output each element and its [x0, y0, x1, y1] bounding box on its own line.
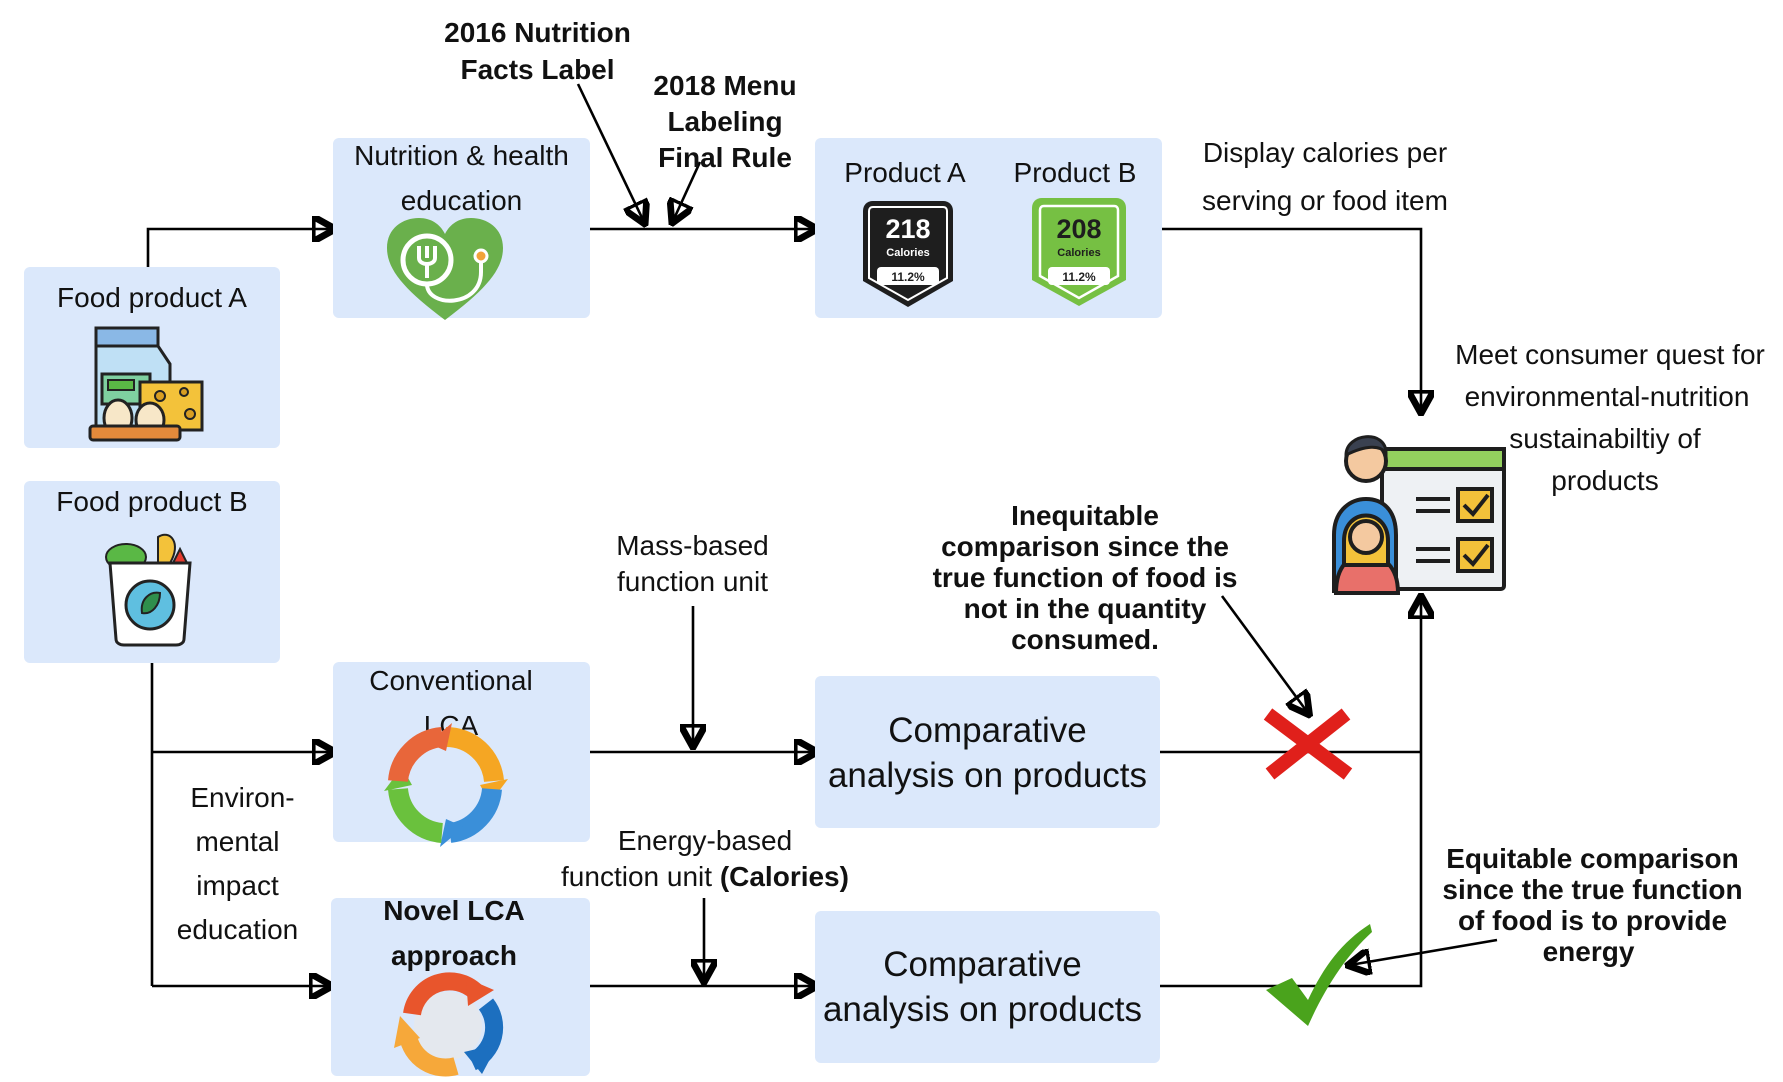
env-line-1: Environ- — [190, 782, 295, 813]
arrow-2018-pointer — [673, 161, 702, 221]
display-calories-label: Display calories per serving or food ite… — [1180, 129, 1470, 225]
conventional-line-1: Conventional — [369, 665, 533, 696]
equitable-line-1: Equitable comparison — [1446, 843, 1739, 874]
inequitable-line-3: true function of food is — [932, 562, 1238, 593]
comparative-1-line-2: analysis on products — [827, 756, 1148, 795]
line-comparative2-out — [1160, 752, 1423, 988]
label-2018-line-2: Labeling — [667, 106, 783, 137]
novel-lca-title: Novel LCA approach — [331, 888, 577, 978]
mass-line-2: function unit — [617, 566, 768, 597]
nutrition-line-2: education — [400, 185, 523, 216]
comparative-1-text: Comparative analysis on products — [815, 708, 1160, 798]
comparative-2-line-2: analysis on products — [822, 990, 1143, 1029]
inequitable-comparison-label: Inequitable comparison since the true fu… — [900, 500, 1270, 655]
heart-stethoscope-icon — [387, 218, 503, 320]
display-line-1: Display calories per — [1202, 137, 1448, 168]
product-b-title: Product B — [1013, 157, 1137, 188]
conventional-lca-title: Conventional LCA — [333, 658, 569, 748]
badge-a-unit: Calories — [886, 247, 929, 259]
label-2016-nutrition-facts: 2016 Nutrition Facts Label — [420, 14, 655, 88]
comparative-2-line-1: Comparative — [883, 945, 1082, 984]
consumer-checklist-icon — [1332, 435, 1506, 595]
label-2016-line-1: 2016 Nutrition — [444, 17, 631, 48]
label-2016-line-2: Facts Label — [460, 54, 615, 85]
consumer-line-2: environmental-nutrition — [1464, 381, 1750, 412]
equitable-line-2: since the true function — [1442, 874, 1743, 905]
badge-a-pct: 11.2% — [891, 270, 925, 284]
comparative-2-text: Comparative analysis on products — [810, 942, 1155, 1032]
consumer-line-3: sustainabiltiy of — [1509, 423, 1701, 454]
comparative-box-2 — [815, 911, 1160, 1063]
label-2018-line-3: Final Rule — [658, 142, 792, 173]
food-product-b-title: Food product B — [56, 486, 248, 517]
energy-based-label: Energy-based function unit (Calories) — [540, 823, 870, 895]
calorie-badge-b: 208 Calories 11.2% — [1032, 198, 1126, 306]
nutrition-education-title: Nutrition & health education — [333, 133, 590, 223]
mass-based-label: Mass-based function unit — [590, 528, 795, 600]
badge-b-unit: Calories — [1057, 247, 1100, 259]
badge-b-value: 208 — [1056, 214, 1101, 244]
grocery-bag-icon — [105, 533, 192, 647]
comparative-1-line-1: Comparative — [888, 711, 1087, 750]
product-a-title: Product A — [844, 157, 966, 188]
inequitable-line-2: comparison since the — [941, 531, 1229, 562]
inequitable-line-1: Inequitable — [1011, 500, 1159, 531]
green-check-icon — [1266, 924, 1372, 1026]
milk-eggs-cheese-icon — [88, 326, 204, 442]
consumer-line-1: Meet consumer quest for — [1455, 339, 1765, 370]
display-line-2: serving or food item — [1202, 185, 1448, 216]
novel-cycle-icon — [394, 972, 504, 1077]
comparative-box-1 — [815, 676, 1160, 828]
nutrition-line-1: Nutrition & health — [354, 140, 569, 171]
label-2018-menu-labeling: 2018 Menu Labeling Final Rule — [630, 68, 820, 176]
inequitable-line-4: not in the quantity — [963, 593, 1207, 624]
food-product-a-title: Food product A — [57, 282, 247, 313]
novel-line-1: Novel LCA — [383, 895, 525, 926]
arrow-equitable-pointer — [1350, 938, 1498, 965]
mass-line-1: Mass-based — [616, 530, 769, 561]
env-line-2: mental — [195, 826, 280, 857]
energy-line-1: Energy-based — [617, 825, 793, 856]
arrow-2016-pointer — [576, 83, 644, 222]
energy-line-2-text: function unit — [561, 861, 713, 892]
label-2018-line-1: 2018 Menu — [653, 70, 797, 101]
energy-line-2: function unit (Calories) — [540, 859, 870, 895]
arrow-fooda-to-nutrition — [146, 229, 333, 267]
badge-a-value: 218 — [885, 214, 930, 244]
env-line-4: education — [176, 914, 299, 945]
equitable-comparison-label: Equitable comparison since the true func… — [1420, 843, 1765, 967]
conventional-lca-box — [333, 662, 590, 842]
environmental-education-label: Environ- mental impact education — [160, 776, 315, 952]
calorie-badge-a: 218 Calories 11.2% — [863, 201, 953, 307]
energy-line-2-bold: (Calories) — [719, 861, 849, 892]
arrow-products-to-consumer — [1162, 227, 1421, 411]
consumer-line-4: products — [1551, 465, 1659, 496]
recycle-arrows-icon — [384, 723, 508, 847]
consumer-quest-label: Meet consumer quest for environmental-nu… — [1440, 334, 1780, 502]
equitable-line-4: energy — [1542, 936, 1635, 967]
env-line-3: impact — [196, 870, 279, 901]
inequitable-line-5: consumed. — [1011, 624, 1159, 655]
badge-b-pct: 11.2% — [1062, 270, 1096, 284]
equitable-line-3: of food is to provide — [1457, 905, 1728, 936]
red-cross-icon — [1263, 708, 1353, 780]
arrow-inequitable-pointer — [1220, 595, 1308, 713]
novel-line-2: approach — [390, 940, 518, 971]
